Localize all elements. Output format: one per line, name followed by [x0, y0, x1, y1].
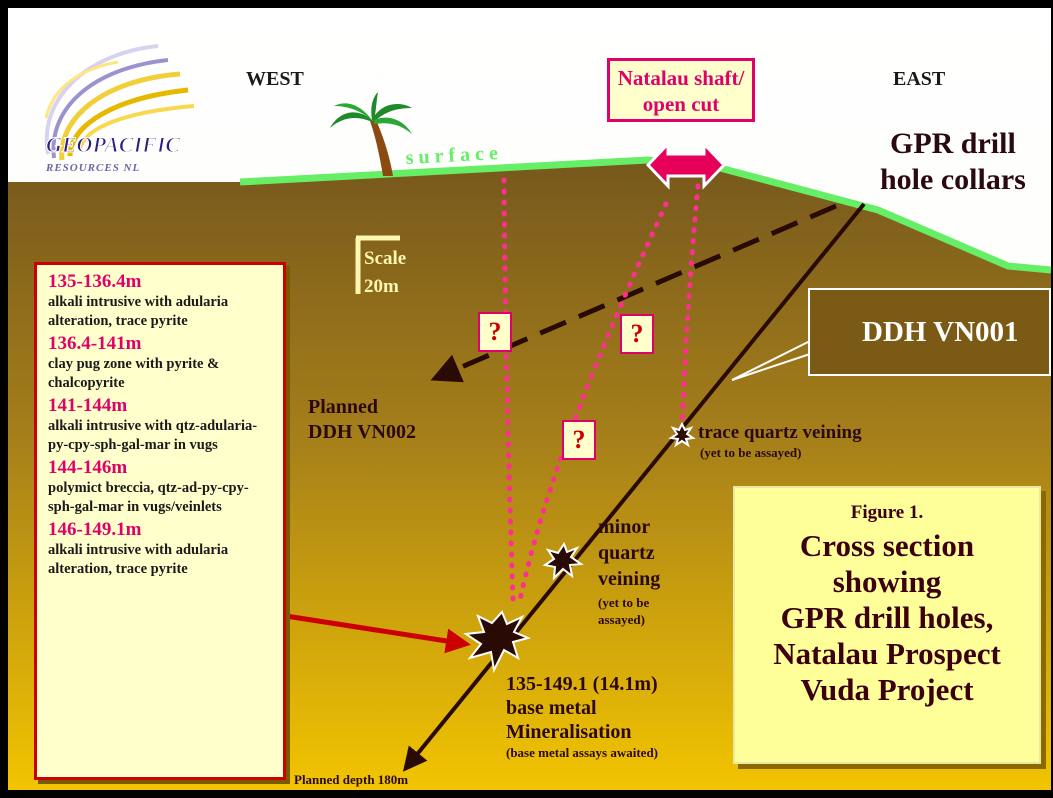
interval-description: alkali intrusive with qtz-adularia-py-cp… [48, 418, 258, 453]
minor-quartz-label: minor quartz veining (yet to be assayed) [598, 514, 660, 628]
shaft-label-line-2: open cut [642, 92, 720, 116]
ddh-vn001-callout-pointer [731, 335, 821, 381]
interval-description: alkali intrusive with adularia alteratio… [48, 294, 229, 329]
shaft-double-arrow [645, 140, 727, 190]
ddh-vn001-drill-hole [402, 202, 866, 772]
mineralisation-line-2: base metal [506, 697, 597, 719]
mineralisation-line-1: 135-149.1 (14.1m) [506, 673, 658, 695]
figure-title-line-5: Vuda Project [800, 672, 974, 707]
natalau-shaft-callout: Natalau shaft/ open cut [607, 58, 755, 122]
surface-line [239, 156, 1051, 274]
east-label: EAST [893, 68, 946, 90]
question-mark-box-1: ? [478, 312, 512, 352]
interval-description: alkali intrusive with adularia alteratio… [48, 542, 229, 577]
minor-quartz-note-2: assayed) [598, 612, 645, 627]
interval-item: 146-149.1m alkali intrusive with adulari… [48, 519, 275, 579]
minor-quartz-starburst-icon [542, 541, 584, 581]
interpreted-structure-dotted-1 [501, 177, 516, 603]
figure-number: Figure 1. [850, 502, 924, 523]
interval-range: 135-136.4m [48, 271, 142, 292]
logo-subtitle: RESOURCES NL [45, 162, 140, 174]
interval-description: polymict breccia, qtz-ad-py-cpy-sph-gal-… [48, 480, 249, 515]
interval-range: 146-149.1m [48, 519, 142, 540]
trace-quartz-label: trace quartz veining (yet to be assayed) [698, 422, 862, 462]
slide: GEOPACIFIC RESOURCES NL surface WEST EAS… [8, 8, 1051, 790]
west-label: WEST [246, 68, 304, 90]
planned-vn002-line-1: Planned [308, 396, 379, 418]
scale-bar [355, 235, 400, 294]
palm-tree-icon [330, 92, 412, 176]
surface-label: surface [405, 142, 503, 169]
figure-title-line-1: Cross section [799, 528, 975, 563]
planned-depth-label: Planned depth 180m [294, 772, 409, 787]
interval-item: 141-144m alkali intrusive with qtz-adula… [48, 395, 275, 455]
interpreted-structure-dotted-2 [517, 201, 669, 603]
interval-range: 136.4-141m [48, 333, 142, 354]
scale-label: Scale 20m [364, 245, 406, 301]
figure-title-line-4: Natalau Prospect [773, 636, 1001, 671]
logo-name: GEOPACIFIC [46, 132, 180, 157]
collars-label-line-2: hole collars [880, 163, 1026, 196]
interval-range: 141-144m [48, 395, 128, 416]
mineralisation-label: 135-149.1 (14.1m) base metal Mineralisat… [506, 672, 658, 762]
question-mark-box-3: ? [562, 420, 596, 460]
interval-description: clay pug zone with pyrite & chalcopyrite [48, 356, 220, 391]
minor-quartz-line-3: veining [598, 568, 661, 590]
figure-caption-box: Figure 1. Cross section showing GPR dril… [733, 486, 1041, 764]
ddh-vn001-callout: DDH VN001 [808, 288, 1051, 376]
scale-label-line-2: 20m [364, 276, 399, 297]
company-logo [44, 44, 195, 161]
interval-item: 144-146m polymict breccia, qtz-ad-py-cpy… [48, 457, 275, 517]
figure-title-line-3: GPR drill holes, [780, 600, 994, 635]
interval-item: 135-136.4m alkali intrusive with adulari… [48, 271, 275, 331]
mineralisation-starburst-icon [463, 610, 532, 674]
mineralisation-note: (base metal assays awaited) [506, 745, 659, 760]
minor-quartz-line-1: minor [598, 516, 651, 538]
figure-title: Cross section showing GPR drill holes, N… [735, 528, 1039, 708]
question-mark-box-2: ? [620, 314, 654, 354]
minor-quartz-line-2: quartz [598, 542, 655, 564]
interpreted-structure-dotted-3 [679, 183, 701, 435]
planned-vn002-label: Planned DDH VN002 [308, 395, 416, 445]
collars-label-line-1: GPR drill [889, 127, 1016, 160]
drill-hole-collars-label: GPR drill hole collars [880, 126, 1026, 198]
trace-quartz-title: trace quartz veining [698, 422, 862, 443]
figure-title-line-2: showing [832, 564, 942, 599]
planned-vn002-line-2: DDH VN002 [308, 421, 416, 443]
trace-quartz-note: (yet to be assayed) [700, 445, 802, 460]
interval-range: 144-146m [48, 457, 128, 478]
legend-pointer-arrow [285, 613, 471, 654]
interval-item: 136.4-141m clay pug zone with pyrite & c… [48, 333, 275, 393]
scale-label-line-1: Scale [364, 248, 407, 269]
shaft-label-line-1: Natalau shaft/ [617, 66, 745, 90]
drill-intervals-legend: 135-136.4m alkali intrusive with adulari… [34, 262, 286, 780]
mineralisation-line-3: Mineralisation [506, 721, 632, 743]
trace-quartz-starburst-icon [668, 421, 696, 448]
minor-quartz-note-1: (yet to be [598, 595, 650, 610]
